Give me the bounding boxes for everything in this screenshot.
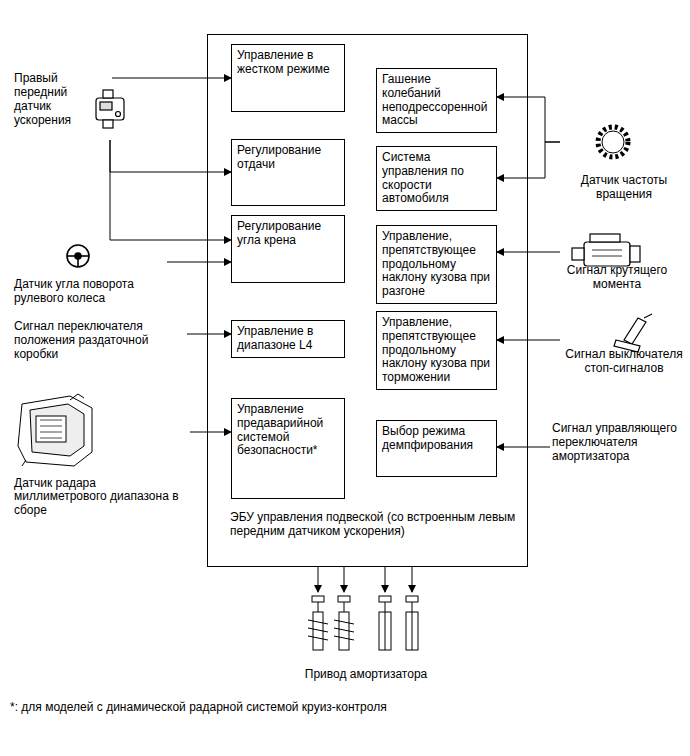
- function-box: Система управления по скорости автомобил…: [376, 146, 497, 211]
- node-text: Гашение колебаний неподрессоренной массы: [382, 73, 491, 128]
- acceleration-sensor-icon: [96, 90, 124, 128]
- signal-connector: [112, 78, 231, 79]
- signal-label: Сигнал переключателя положения раздаточн…: [12, 320, 187, 361]
- node-text: Управление в жестком режиме: [237, 49, 339, 77]
- node-text: Сигнал крутящего момента: [562, 264, 672, 292]
- signal-label: Сигнал выключателя стоп-сигналов: [560, 314, 686, 376]
- node-text: Сигнал переключателя положения раздаточн…: [14, 320, 187, 361]
- signal-connector: [497, 340, 560, 341]
- signal-connector: [318, 567, 319, 592]
- node-text: Управление, препятствующее продольному н…: [382, 230, 491, 299]
- sensor-label: Правый передний датчик ускорения: [12, 60, 112, 140]
- node-text: Датчик угла поворота рулевого колеса: [14, 278, 167, 306]
- function-box: Управление, препятствующее продольному н…: [376, 311, 497, 390]
- signal-connector: [385, 567, 386, 592]
- engine-icon: [572, 234, 640, 266]
- ecu-caption: ЭБУ управления подвеской (со встроенным …: [230, 511, 520, 539]
- signal-connector: [344, 567, 345, 592]
- node-text: Датчик частоты вращения: [562, 174, 686, 202]
- function-box: Управление в жестком режиме: [231, 44, 345, 112]
- function-box: Регулирование отдачи: [231, 139, 345, 206]
- node-text: Выбор режима демпфирования: [382, 425, 491, 453]
- footnote: *: для моделей с динамической радарной с…: [10, 700, 680, 714]
- signal-connector: [110, 140, 231, 240]
- brake-pedal-icon: [614, 314, 652, 352]
- signal-connector: [497, 252, 560, 253]
- signal-connector: [190, 432, 231, 433]
- node-text: Система управления по скорости автомобил…: [382, 151, 491, 206]
- node-text: Регулирование угла крена: [237, 220, 339, 248]
- function-box: Управление, препятствующее продольному н…: [376, 225, 497, 304]
- steering-wheel-icon: [67, 245, 89, 267]
- signal-connector: [167, 262, 231, 263]
- signal-label: Сигнал крутящего момента: [560, 230, 672, 292]
- sensor-label: Датчик частоты вращения: [560, 122, 686, 202]
- speed-sensor-icon: [598, 127, 628, 157]
- node-text: Управление в диапазоне L4: [237, 325, 339, 353]
- node-text: Регулирование отдачи: [237, 144, 339, 172]
- signal-connector: [497, 142, 560, 178]
- node-text: Сигнал выключателя стоп-сигналов: [562, 348, 686, 376]
- signal-connector: [497, 97, 560, 142]
- node-text: Датчик радара миллиметрового диапазона в…: [14, 477, 190, 518]
- signal-connector: [497, 447, 550, 448]
- shock-actuator-icons: [308, 596, 418, 650]
- signal-connector: [187, 334, 231, 335]
- sensor-label: Датчик угла поворота рулевого колеса: [12, 244, 167, 306]
- node-text: Привод амортизатора: [282, 668, 450, 682]
- node-text: Управление, препятствующее продольному н…: [382, 316, 491, 385]
- radar-sensor-icon: [18, 394, 92, 466]
- signal-connector: [412, 567, 413, 592]
- function-box: Управление предаварийной системой безопа…: [231, 398, 345, 499]
- node-text: Сигнал управляющего переключателя аморти…: [552, 422, 688, 463]
- signal-connector: [110, 140, 231, 172]
- ecu-frame: ЭБУ управления подвеской (со встроенным …: [207, 34, 528, 567]
- function-box: Выбор режима демпфирования: [376, 420, 497, 477]
- function-box: Гашение колебаний неподрессоренной массы: [376, 68, 497, 133]
- sensor-label: Датчик радара миллиметрового диапазона в…: [12, 390, 190, 518]
- signal-label: Сигнал управляющего переключателя аморти…: [550, 422, 688, 463]
- actuator-label: Привод амортизатора: [280, 592, 450, 682]
- node-text: Правый передний датчик ускорения: [14, 72, 90, 127]
- function-box: Регулирование угла крена: [231, 215, 345, 283]
- node-text: Управление предаварийной системой безопа…: [237, 403, 339, 458]
- function-box: Управление в диапазоне L4: [231, 320, 345, 358]
